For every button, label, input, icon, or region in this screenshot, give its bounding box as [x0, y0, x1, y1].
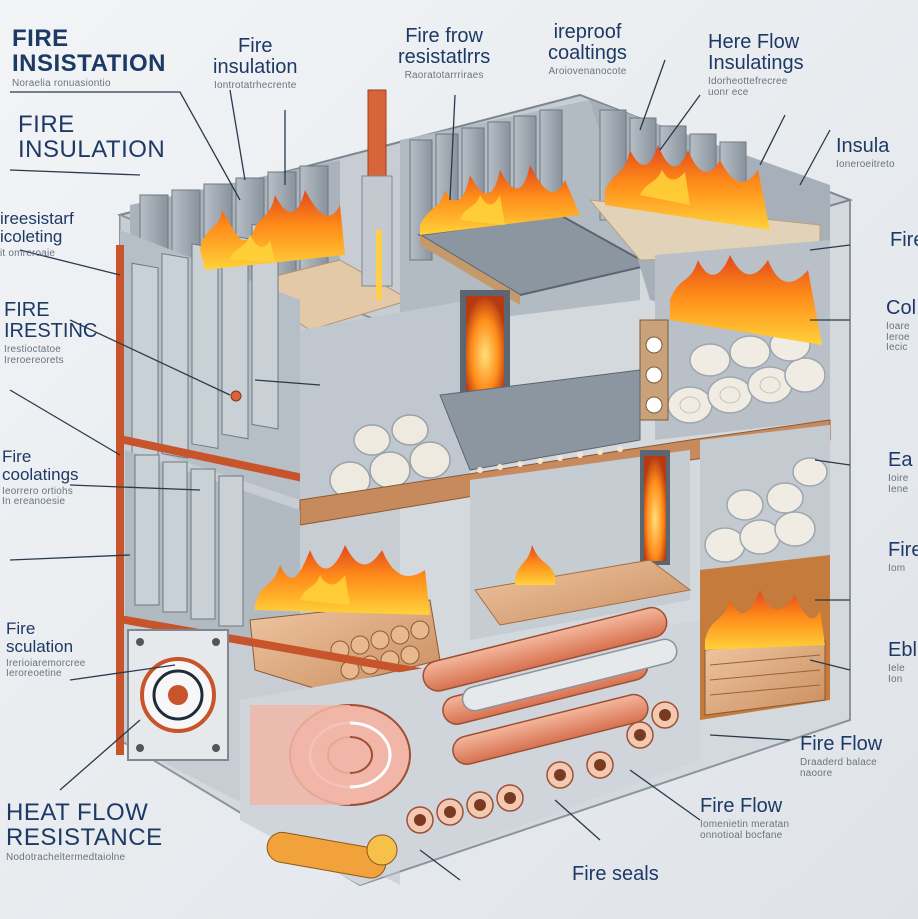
label-fire-insistation: FIRE INSISTATION Noraelia ronuasiontio — [12, 26, 166, 90]
label-subtitle: Draaderd balace naoore — [800, 757, 877, 779]
label-title: Here Flow Insulatings — [708, 31, 804, 74]
label-ebl: Ebl Iele Ion — [888, 640, 917, 685]
label-title: Fire frow resistatlrrs — [398, 25, 491, 68]
label-fire-insulation-top: Fire insulation Iontrotatrhecrente — [213, 36, 298, 92]
label-subtitle: Raoratotarrriraes — [404, 70, 484, 81]
label-title: FIRE IRESTINC — [4, 299, 98, 342]
label-title: Fire — [890, 229, 918, 251]
label-ireesistarf: ireesistarf icoleting it omreroaie — [0, 210, 74, 259]
label-title: Fire insulation — [213, 35, 298, 78]
label-title: Fire coolatings — [2, 447, 79, 484]
label-subtitle: it omreroaie — [0, 247, 56, 259]
speaker-vent-icon — [127, 629, 229, 761]
label-title: Fire sculation — [6, 619, 74, 656]
label-ireproof-coaltings: ireproof coaltings Aroiovenanocote — [548, 22, 627, 78]
label-subtitle: Idorheottefrecree uonr ece — [708, 76, 788, 98]
label-fire-flow-right: Fire Flow Draaderd balace naoore — [800, 734, 882, 779]
label-subtitle: Ioire Iene — [888, 473, 909, 495]
label-fire-irestinc: FIRE IRESTINC Irestioctatoe Ireroereoret… — [4, 300, 97, 366]
label-title: HEAT FLOW RESISTANCE — [6, 799, 163, 852]
label-subtitle: Aroiovenanocote — [548, 66, 627, 77]
label-title: ireproof coaltings — [548, 21, 627, 64]
label-fire-sculation: Fire sculation Irerioiaremorcree Ieroreo… — [6, 620, 86, 680]
label-fire-right-2: Fire Iom — [888, 540, 918, 575]
label-ea: Ea Ioire Iene — [888, 450, 912, 495]
marker-dot — [230, 390, 242, 402]
label-title: FIRE INSULATION — [18, 111, 166, 164]
flame-icon — [200, 145, 825, 650]
label-subtitle: Ioare Ieroe Iecic — [886, 321, 910, 353]
label-subtitle: Iontrotatrhecrente — [213, 80, 297, 91]
label-fire-flow-bottom: Fire Flow Iomenietin meratan onnotioal b… — [700, 796, 789, 841]
label-fire-insulation-left: FIRE INSULATION — [18, 111, 166, 164]
label-title: Fire Flow — [800, 733, 883, 755]
label-title: FIRE INSISTATION — [12, 25, 166, 78]
center-insulation-room — [300, 300, 470, 510]
label-title: Fire Flow — [700, 795, 783, 817]
label-fire-coolatings: Fire coolatings Ieorrero ortiohs In erea… — [2, 448, 79, 508]
label-subtitle: Ieorrero ortiohs In ereanoesie — [2, 485, 74, 508]
label-here-flow: Here Flow Insulatings Idorheottefrecree … — [708, 32, 804, 98]
label-title: Fire — [888, 539, 918, 561]
label-title: ireesistarf icoleting — [0, 209, 74, 246]
label-title: Fire seals — [572, 863, 659, 885]
label-fire-seals: Fire seals — [572, 864, 659, 885]
central-fireplace — [439, 290, 641, 471]
pipe-icon — [361, 89, 393, 300]
label-title: Ebl — [888, 639, 917, 661]
bottom-pipes — [240, 606, 700, 885]
label-title: Col — [886, 297, 917, 319]
leader-lines — [9, 59, 851, 881]
label-title: Insula — [836, 135, 890, 157]
label-subtitle: Iele Ion — [888, 663, 905, 685]
label-subtitle: Noraelia ronuasiontio — [12, 78, 111, 90]
label-subtitle: Irerioiaremorcree Ieroreoetine — [6, 657, 86, 680]
label-heat-flow-resistance: HEAT FLOW RESISTANCE Nodotracheltermedta… — [6, 800, 163, 864]
lower-right-rolls — [700, 425, 830, 580]
label-fire-frow: Fire frow resistatlrrs Raoratotarrriraes — [398, 26, 490, 82]
label-subtitle: Ioneroeitreto — [836, 159, 895, 170]
lower-left-room — [118, 450, 445, 691]
label-subtitle: Iomenietin meratan onnotioal bocfane — [700, 819, 790, 841]
label-subtitle: Irestioctatoe Ireroereorets — [4, 344, 64, 366]
label-title: Ea — [888, 449, 913, 471]
label-col: Col Ioare Ieroe Iecic — [886, 298, 916, 354]
label-subtitle: Iom — [888, 563, 906, 574]
label-subtitle: Nodotracheltermedtaiolne — [6, 852, 126, 864]
lower-center-room — [470, 450, 692, 640]
label-fire-right-1: Fire — [890, 230, 918, 251]
label-insula: Insula Ioneroeitreto — [836, 136, 895, 171]
